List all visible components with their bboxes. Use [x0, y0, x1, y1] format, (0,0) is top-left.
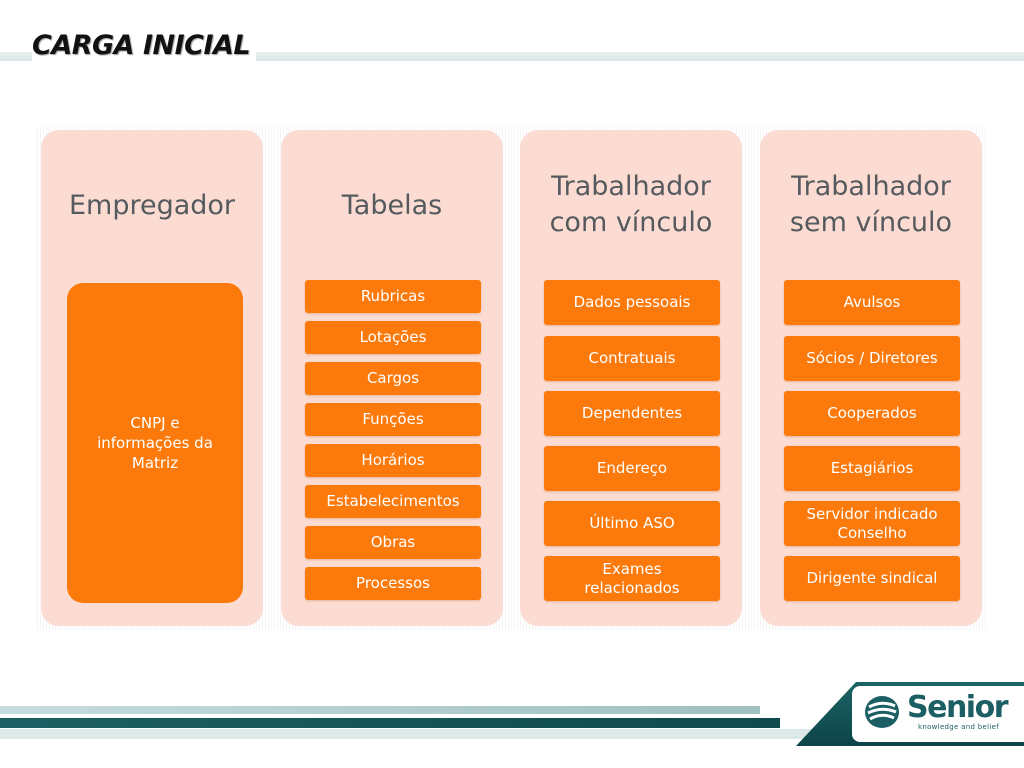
item-horarios: Horários	[305, 444, 481, 477]
item-text-line: CNPJ e	[130, 414, 180, 432]
item-text-line: Cooperados	[827, 404, 917, 422]
item-processos: Processos	[305, 567, 481, 600]
column-heading: Trabalhador sem vínculo	[760, 169, 982, 241]
senior-logo-icon	[865, 696, 899, 728]
item-text-line: Funções	[362, 410, 424, 428]
slide-title: CARGA INICIAL	[32, 30, 257, 61]
item-cargos: Cargos	[305, 362, 481, 395]
item-funcoes: Funções	[305, 403, 481, 436]
item-text-line: Rubricas	[360, 287, 426, 305]
item-ultimo-aso: Último ASO	[544, 501, 720, 546]
item-text-line: Contratuais	[588, 349, 676, 367]
item-cooperados: Cooperados	[784, 391, 960, 436]
item-dependentes: Dependentes	[544, 391, 720, 436]
item-text-line: Avulsos	[843, 293, 901, 311]
item-cnpj-matriz: CNPJ e informações da Matriz	[67, 283, 243, 603]
item-text-line: Último ASO	[589, 514, 675, 532]
item-socios-diretores: Sócios / Diretores	[784, 336, 960, 381]
item-text-line: Conselho	[837, 523, 907, 542]
column-heading: Tabelas	[281, 188, 503, 224]
column-heading-line: sem vínculo	[789, 207, 953, 238]
item-text-line: Servidor indicado	[806, 504, 938, 523]
item-estabelecimentos: Estabelecimentos	[305, 485, 481, 518]
logo-brand-name: Senior	[907, 690, 1009, 725]
item-text-line: Endereço	[596, 459, 668, 477]
column-heading-line: Empregador	[68, 190, 236, 221]
item-lotacoes: Lotações	[305, 321, 481, 354]
title-underline	[0, 52, 1024, 61]
item-servidor-indicado-conselho: Servidor indicado Conselho	[784, 501, 960, 546]
item-avulsos: Avulsos	[784, 280, 960, 325]
column-heading-line: com vínculo	[549, 207, 713, 238]
item-text-line: Horários	[361, 451, 425, 469]
item-endereco: Endereço	[544, 446, 720, 491]
item-contratuais: Contratuais	[544, 336, 720, 381]
item-text-line: Estabelecimentos	[326, 492, 460, 510]
carga-inicial-diagram: Empregador CNPJ e informações da Matriz …	[37, 126, 987, 630]
item-rubricas: Rubricas	[305, 280, 481, 313]
item-dirigente-sindical: Dirigente sindical	[784, 556, 960, 601]
item-dados-pessoais: Dados pessoais	[544, 280, 720, 325]
column-heading: Trabalhador com vínculo	[520, 169, 742, 241]
column-empregador: Empregador CNPJ e informações da Matriz	[41, 130, 263, 626]
item-text-line: Estagiários	[830, 459, 914, 477]
item-exames-relacionados: Exames relacionados	[544, 556, 720, 601]
column-trabalhador-sem-vinculo: Trabalhador sem vínculo Avulsos Sócios /…	[760, 130, 982, 626]
column-heading: Empregador	[41, 188, 263, 224]
footer-stripe-pale	[0, 729, 880, 739]
item-estagiarios: Estagiários	[784, 446, 960, 491]
item-text-line: Dados pessoais	[573, 293, 691, 311]
senior-logo: Senior knowledge and belief	[852, 686, 1024, 742]
column-heading-line: Trabalhador	[791, 171, 951, 202]
footer-stripe-light	[0, 706, 760, 714]
item-text-line: informações da	[97, 434, 213, 452]
logo-tagline: knowledge and belief	[918, 723, 999, 731]
item-text-line: Dependentes	[581, 404, 683, 422]
item-text-line: Processos	[356, 574, 430, 592]
item-text-line: Obras	[370, 533, 416, 551]
item-text-line: Lotações	[359, 328, 427, 346]
item-text-line: Cargos	[366, 369, 420, 387]
column-heading-line: Tabelas	[341, 190, 443, 221]
item-text-line: Matriz	[131, 454, 179, 472]
column-trabalhador-com-vinculo: Trabalhador com vínculo Dados pessoais C…	[520, 130, 742, 626]
item-text-line: Exames	[602, 559, 662, 578]
item-text-line: Dirigente sindical	[806, 569, 938, 587]
column-heading-line: Trabalhador	[551, 171, 711, 202]
column-tabelas: Tabelas Rubricas Lotações Cargos Funções…	[281, 130, 503, 626]
item-text-line: Sócios / Diretores	[806, 349, 938, 367]
footer-stripe-teal	[0, 718, 780, 728]
item-text-line: relacionados	[584, 578, 680, 597]
item-obras: Obras	[305, 526, 481, 559]
